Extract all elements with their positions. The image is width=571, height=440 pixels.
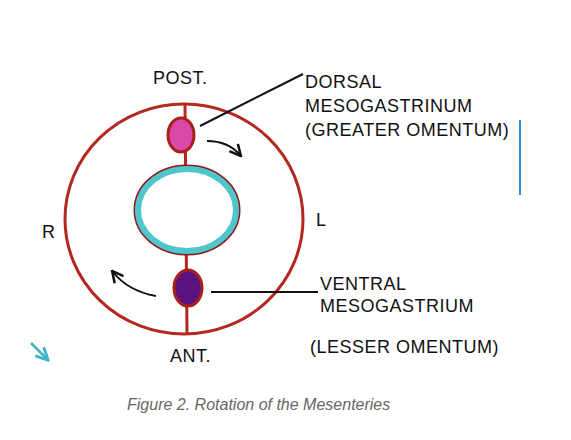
figure-caption: Figure 2. Rotation of the Mesenteries	[127, 396, 390, 414]
leader-line	[211, 291, 318, 293]
orientation-label: R	[42, 221, 56, 244]
body-wall	[65, 104, 303, 334]
structure-label: DORSAL MESOGASTRINUM (GREATER OMENTUM)	[305, 70, 520, 142]
rotation-arrow	[113, 272, 156, 296]
structure-label: VENTRAL MESOGASTRIUM	[320, 273, 535, 317]
orientation-label: L	[316, 209, 327, 232]
structure-label: (LESSER OMENTUM)	[310, 336, 499, 359]
orientation-label: POST.	[153, 67, 208, 90]
leader-line	[200, 74, 303, 126]
stomach	[138, 169, 236, 251]
ventral-mesogastrium	[174, 270, 202, 306]
orientation-label: ANT.	[170, 345, 211, 368]
rotation-arrow	[207, 141, 240, 155]
corner-arrow	[31, 343, 47, 359]
dorsal-mesogastrium	[168, 118, 194, 152]
stomach-outline	[138, 169, 236, 251]
edge-artifact	[519, 120, 521, 195]
